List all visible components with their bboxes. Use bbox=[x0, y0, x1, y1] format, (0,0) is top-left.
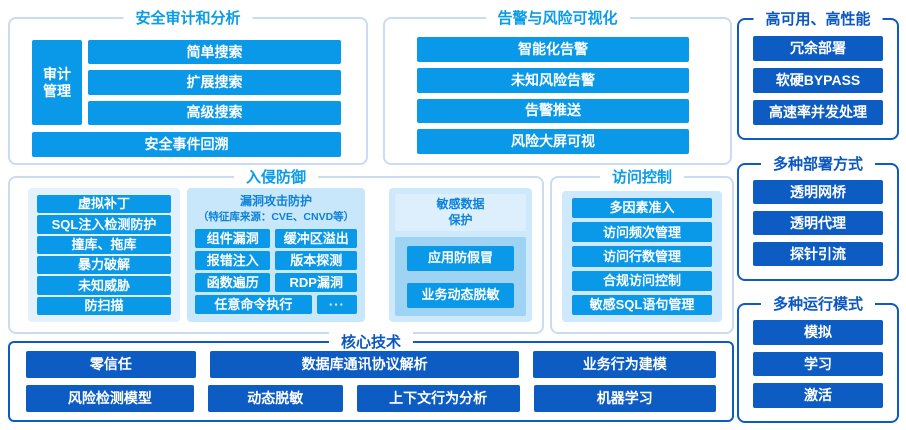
feature-item: 智能化告警 bbox=[417, 37, 689, 62]
section-high-availability: 高可用、高性能 冗余部署 软硬BYPASS 高速率并发处理 bbox=[737, 9, 899, 140]
section-alert-risk: 告警与风险可视化 智能化告警 未知风险告警 告警推送 风险大屏可视 bbox=[383, 8, 732, 165]
feature-item: 组件漏洞 bbox=[195, 229, 271, 248]
section-running-modes: 多种运行模式 模拟 学习 激活 bbox=[737, 294, 899, 423]
section-title-core-technologies: 核心技术 bbox=[328, 332, 414, 353]
core-technology-rows: 零信任 数据库通讯协议解析 业务行为建模 风险检测模型 动态脱敏 上下文行为分析… bbox=[26, 351, 716, 412]
vulnerability-item-last-row: 任意命令执行 ··· bbox=[195, 295, 357, 314]
feature-item: 合规访问控制 bbox=[572, 270, 712, 291]
feature-item: 简单搜索 bbox=[88, 40, 341, 65]
feature-item: 暴力破解 bbox=[37, 255, 171, 275]
ha-item-list: 冗余部署 软硬BYPASS 高速率并发处理 bbox=[753, 36, 883, 125]
deployment-item-list: 透明网桥 透明代理 探针引流 bbox=[753, 180, 883, 266]
feature-item: 访问行数管理 bbox=[572, 246, 712, 267]
running-mode-list: 模拟 学习 激活 bbox=[753, 320, 883, 409]
feature-item: SQL注入检测防护 bbox=[37, 215, 171, 234]
vulnerability-protection-panel: 漏洞攻击防护 （特征库来源：CVE、CNVD等） 组件漏洞 缓冲区溢出 报错注入… bbox=[187, 188, 365, 322]
feature-item: 零信任 bbox=[26, 351, 196, 378]
vulnerability-panel-title: 漏洞攻击防护 bbox=[239, 194, 312, 208]
section-title-running-modes: 多种运行模式 bbox=[760, 294, 876, 315]
feature-item: 应用防假冒 bbox=[407, 245, 514, 271]
section-title-deployment-methods: 多种部署方式 bbox=[760, 154, 876, 175]
section-title-high-availability: 高可用、高性能 bbox=[753, 9, 883, 30]
section-title-intrusion-prevention: 入侵防御 bbox=[233, 167, 319, 188]
section-core-technologies: 核心技术 零信任 数据库通讯协议解析 业务行为建模 风险检测模型 动态脱敏 上下… bbox=[8, 332, 734, 422]
feature-item: 模拟 bbox=[753, 320, 883, 345]
feature-item: 风险大屏可视 bbox=[417, 129, 689, 154]
sensitive-data-panel: 敏感数据 保护 应用防假冒 业务动态脱敏 bbox=[389, 188, 532, 322]
feature-item: 多因素准入 bbox=[572, 198, 712, 219]
section-title-access-control: 访问控制 bbox=[599, 167, 685, 188]
feature-item: 透明网桥 bbox=[753, 180, 883, 204]
feature-item: 机器学习 bbox=[533, 385, 716, 412]
sensitive-data-panel-title: 敏感数据 保护 bbox=[395, 194, 526, 232]
section-title-alert-risk: 告警与风险可视化 bbox=[485, 8, 630, 29]
feature-item: 数据库通讯协议解析 bbox=[209, 351, 520, 378]
vulnerability-panel-subtitle: （特征库来源：CVE、CNVD等） bbox=[197, 211, 355, 223]
feature-item: RDP漏洞 bbox=[275, 273, 357, 292]
section-intrusion-prevention: 入侵防御 虚拟补丁 SQL注入检测防护 撞库、拖库 暴力破解 未知威胁 防扫描 … bbox=[8, 167, 544, 334]
section-security-audit: 安全审计和分析 审计 管理 简单搜索 扩展搜索 高级搜索 安全事件回溯 bbox=[8, 8, 368, 165]
feature-item: 学习 bbox=[753, 351, 883, 377]
feature-item: 防扫描 bbox=[37, 296, 171, 315]
feature-item: 软硬BYPASS bbox=[753, 68, 883, 93]
feature-item: 业务动态脱敏 bbox=[407, 282, 514, 308]
intrusion-threat-list: 虚拟补丁 SQL注入检测防护 撞库、拖库 暴力破解 未知威胁 防扫描 bbox=[28, 188, 180, 322]
feature-item: 扩展搜索 bbox=[88, 70, 341, 95]
feature-item: 安全事件回溯 bbox=[32, 132, 341, 157]
feature-item: 报错注入 bbox=[195, 251, 271, 270]
feature-item: 未知风险告警 bbox=[417, 67, 689, 93]
core-technology-row: 风险检测模型 动态脱敏 上下文行为分析 机器学习 bbox=[26, 385, 716, 412]
access-control-item-list: 多因素准入 访问频次管理 访问行数管理 合规访问控制 敏感SQL语句管理 bbox=[562, 191, 722, 322]
feature-item: 访问频次管理 bbox=[572, 222, 712, 243]
feature-item: 动态脱敏 bbox=[207, 385, 343, 412]
feature-item: 冗余部署 bbox=[753, 36, 883, 61]
vulnerability-item-grid: 组件漏洞 缓冲区溢出 报错注入 版本探测 函数遍历 RDP漏洞 bbox=[195, 229, 357, 292]
feature-item: 缓冲区溢出 bbox=[275, 229, 357, 248]
section-deployment-methods: 多种部署方式 透明网桥 透明代理 探针引流 bbox=[737, 154, 899, 281]
feature-item: 业务行为建模 bbox=[533, 351, 716, 378]
feature-item: 撞库、拖库 bbox=[37, 235, 171, 254]
audit-management-label: 审计 管理 bbox=[32, 40, 82, 125]
section-access-control: 访问控制 多因素准入 访问频次管理 访问行数管理 合规访问控制 敏感SQL语句管… bbox=[550, 167, 734, 334]
feature-item: 敏感SQL语句管理 bbox=[572, 294, 712, 316]
feature-item: 版本探测 bbox=[275, 251, 357, 270]
feature-item: 任意命令执行 bbox=[195, 295, 312, 314]
feature-item: 激活 bbox=[753, 383, 883, 409]
feature-item: 高速率并发处理 bbox=[753, 100, 883, 125]
feature-item: 风险检测模型 bbox=[26, 385, 194, 412]
core-technology-row: 零信任 数据库通讯协议解析 业务行为建模 bbox=[26, 351, 716, 378]
sensitive-data-item-list: 应用防假冒 业务动态脱敏 bbox=[395, 237, 526, 316]
section-title-security-audit: 安全审计和分析 bbox=[123, 8, 253, 29]
feature-item: 透明代理 bbox=[753, 211, 883, 235]
alert-item-list: 智能化告警 未知风险告警 告警推送 风险大屏可视 bbox=[417, 37, 689, 154]
feature-item: 上下文行为分析 bbox=[356, 385, 520, 412]
feature-item: 探针引流 bbox=[753, 242, 883, 266]
feature-item: 告警推送 bbox=[417, 98, 689, 124]
more-items-ellipsis: ··· bbox=[316, 295, 357, 314]
feature-item: 高级搜索 bbox=[88, 100, 341, 125]
feature-item: 函数遍历 bbox=[195, 273, 271, 292]
audit-search-list: 简单搜索 扩展搜索 高级搜索 bbox=[88, 40, 341, 125]
feature-item: 未知威胁 bbox=[37, 276, 171, 295]
feature-item: 虚拟补丁 bbox=[37, 195, 171, 214]
